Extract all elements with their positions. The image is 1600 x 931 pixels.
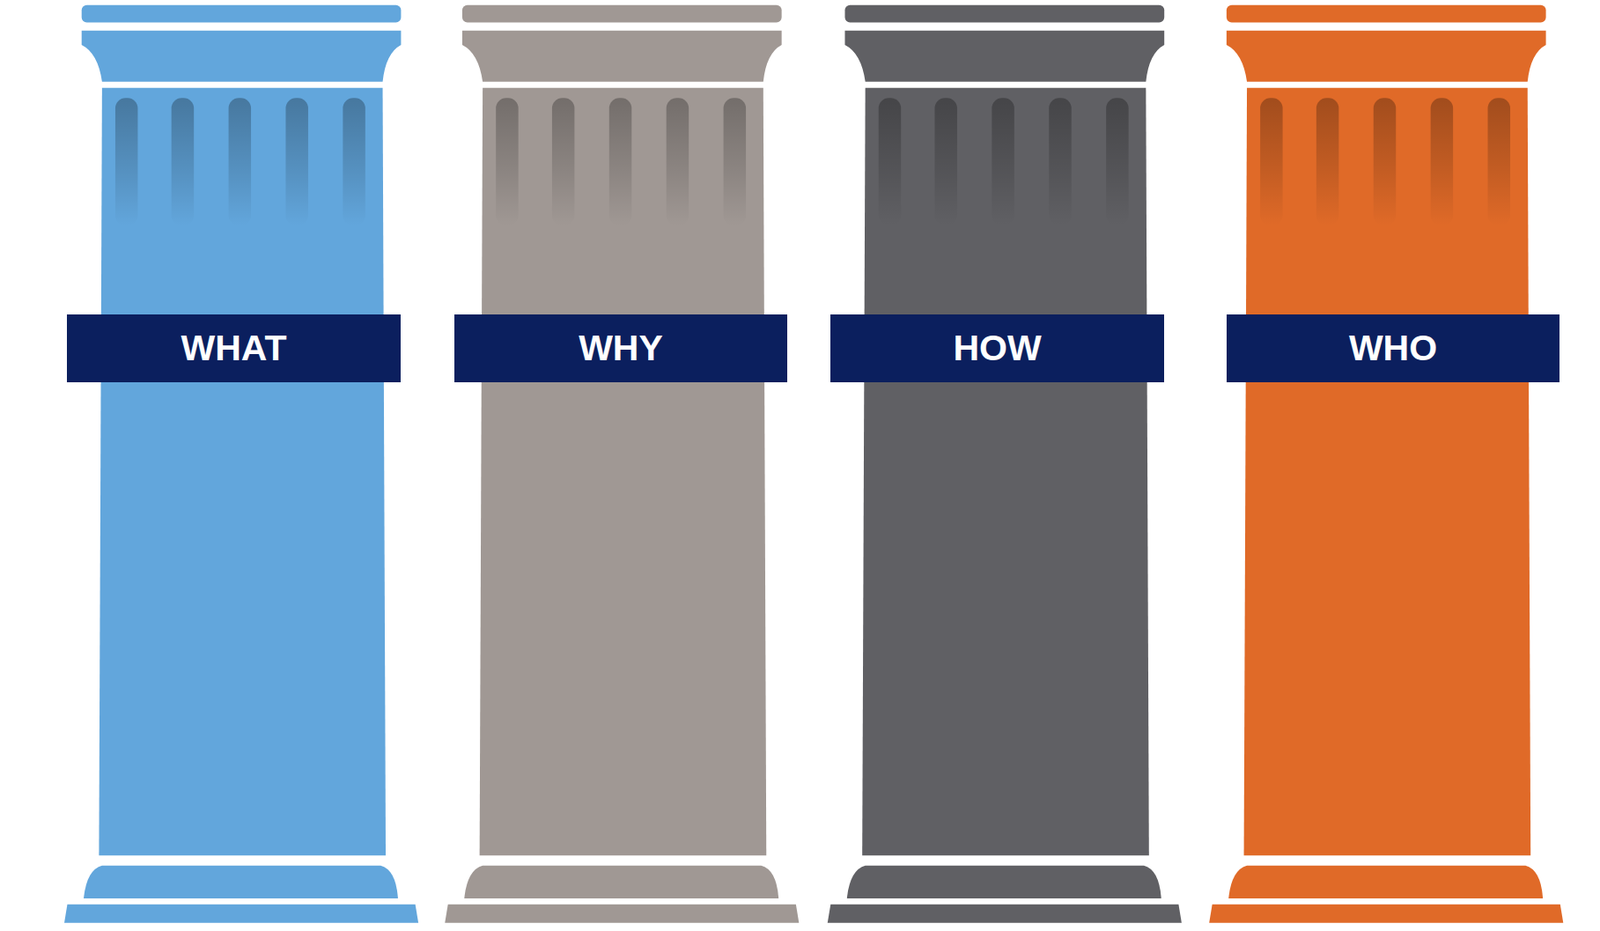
- pillar-label: HOW: [952, 328, 1041, 369]
- pillar: [64, 5, 419, 923]
- pillar: [444, 5, 799, 923]
- pillar-label: WHO: [1349, 328, 1438, 369]
- label-band: HOW: [830, 314, 1165, 383]
- label-band: WHAT: [66, 314, 401, 383]
- pillar: [1209, 5, 1564, 923]
- pillar-label: WHAT: [181, 328, 288, 369]
- pillar-label: WHY: [578, 328, 664, 369]
- label-band: WHO: [1226, 314, 1560, 383]
- label-band: WHY: [454, 314, 788, 383]
- pillar: [827, 5, 1182, 923]
